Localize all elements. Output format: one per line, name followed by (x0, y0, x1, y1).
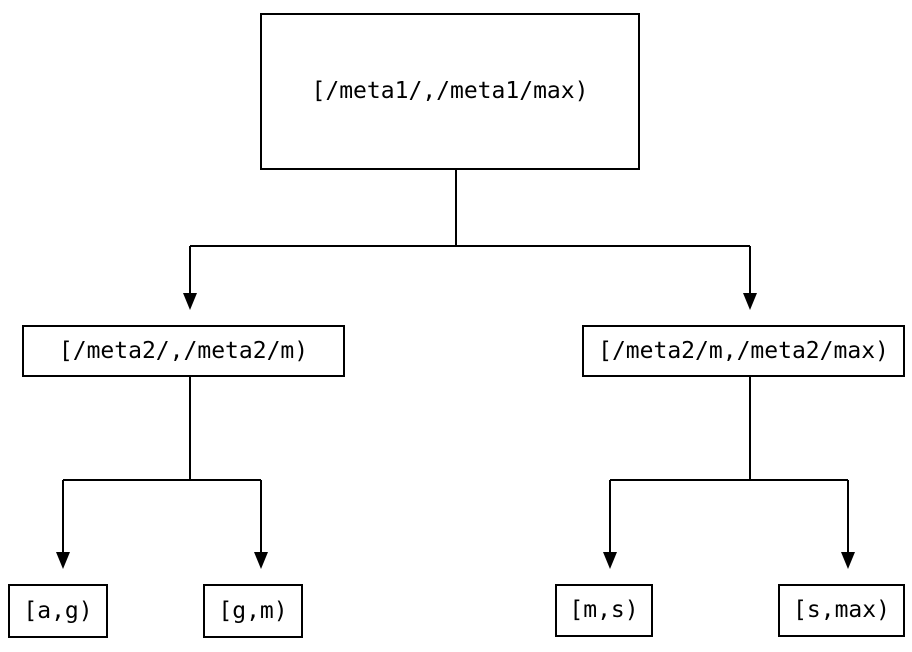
arrowhead-leaf-ag-icon (56, 552, 70, 569)
arrowhead-meta2-right-icon (743, 293, 757, 310)
node-meta2-left: [/meta2/,/meta2/m) (22, 325, 345, 377)
node-leaf-ms-label: [m,s) (569, 597, 639, 623)
node-leaf-ms: [m,s) (555, 584, 653, 637)
node-meta2-right: [/meta2/m,/meta2/max) (582, 325, 905, 377)
node-leaf-smax: [s,max) (778, 584, 905, 637)
arrowhead-leaf-smax-icon (841, 552, 855, 569)
node-root-label: [/meta1/,/meta1/max) (311, 78, 589, 104)
arrowhead-leaf-ms-icon (603, 552, 617, 569)
node-leaf-ag-label: [a,g) (23, 597, 93, 624)
node-leaf-smax-label: [s,max) (793, 597, 890, 623)
node-meta2-right-label: [/meta2/m,/meta2/max) (598, 337, 889, 364)
arrowhead-meta2-left-icon (183, 293, 197, 310)
node-leaf-ag: [a,g) (8, 584, 108, 638)
node-leaf-gm-label: [g,m) (218, 597, 288, 624)
node-root: [/meta1/,/meta1/max) (260, 13, 640, 170)
node-meta2-left-label: [/meta2/,/meta2/m) (58, 337, 309, 364)
arrowhead-leaf-gm-icon (254, 552, 268, 569)
node-leaf-gm: [g,m) (203, 584, 303, 638)
